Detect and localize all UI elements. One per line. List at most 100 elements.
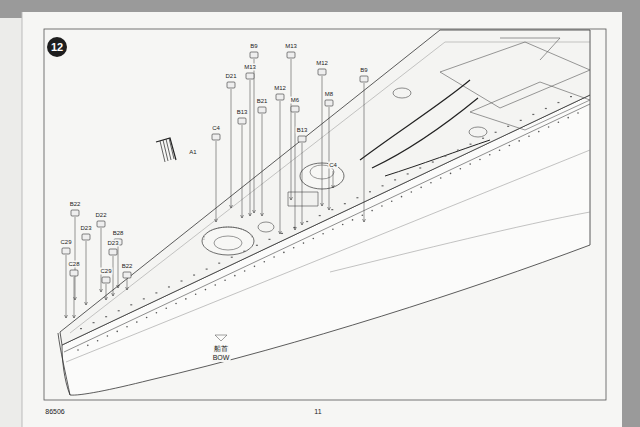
leader-head: [117, 285, 120, 288]
part-number: M6: [290, 97, 300, 104]
deck-bollard: [105, 316, 107, 317]
part-icon: [276, 94, 284, 100]
part-number: C28: [67, 261, 80, 268]
part-number: M12: [315, 60, 329, 67]
deck-bollard: [407, 173, 409, 174]
leader-line: [254, 59, 255, 213]
part-icon: [318, 69, 326, 75]
deck-bollard: [143, 298, 145, 299]
deck-bollard: [545, 108, 547, 109]
deck-bollard: [130, 304, 132, 305]
leader-line: [66, 255, 67, 318]
leader-head: [332, 185, 335, 188]
part-number: B21: [256, 98, 269, 105]
leader-line: [86, 241, 87, 305]
deck-bollard: [256, 245, 258, 246]
part-icon: [298, 136, 306, 142]
porthole: [234, 275, 236, 277]
porthole: [469, 163, 471, 165]
deck-bollard: [495, 132, 497, 133]
part-number: B13: [296, 127, 309, 134]
leader-head: [290, 197, 293, 200]
step-number: 12: [51, 41, 63, 53]
porthole: [371, 210, 373, 212]
deck-rail: [360, 80, 470, 160]
porthole: [577, 112, 579, 114]
part-icon: [258, 107, 266, 113]
deck-hatch: [440, 42, 590, 108]
deck-bollard: [168, 286, 170, 287]
turret-ring: [202, 227, 254, 255]
leader-line: [106, 284, 107, 300]
direction-label: BOW: [212, 354, 231, 362]
page-number: 86506: [44, 408, 65, 416]
leader-head: [105, 297, 108, 300]
page-frame: [44, 29, 606, 400]
leader-line: [216, 141, 217, 222]
leader-line: [291, 59, 292, 200]
leader-head: [301, 222, 304, 225]
deck-bollard: [93, 322, 95, 323]
part-icon: [97, 221, 105, 227]
leader-line: [329, 107, 330, 210]
deck-bollard: [206, 269, 208, 270]
leader-head: [100, 289, 103, 292]
porthole: [303, 242, 305, 244]
leader-line: [118, 246, 119, 288]
part-icon: [123, 272, 131, 278]
part-number: M12: [273, 85, 287, 92]
turret-ring: [214, 236, 242, 250]
leader-line: [333, 171, 334, 188]
leader-head: [279, 231, 282, 234]
porthole: [420, 187, 422, 189]
deck-bollard: [281, 233, 283, 234]
leader-head: [253, 210, 256, 213]
belt-line: [66, 150, 590, 362]
part-number: C29: [99, 268, 112, 275]
porthole: [499, 149, 501, 151]
porthole: [214, 284, 216, 286]
porthole: [165, 307, 167, 309]
leader-line: [364, 83, 365, 222]
porthole: [77, 349, 79, 351]
leader-line: [250, 80, 251, 216]
porthole: [528, 135, 530, 137]
porthole: [185, 298, 187, 300]
porthole: [312, 238, 314, 240]
porthole: [391, 200, 393, 202]
deck-fitting: [258, 222, 274, 232]
leader-head: [112, 293, 115, 296]
leader-head: [249, 213, 252, 216]
part-number: D23: [79, 225, 92, 232]
porthole: [254, 266, 256, 268]
part-number: B22: [69, 201, 82, 208]
leader-line: [242, 125, 243, 218]
deck-bollard: [507, 126, 509, 127]
porthole: [440, 177, 442, 179]
leader-head: [261, 213, 264, 216]
part-icon: [82, 234, 90, 240]
porthole: [293, 247, 295, 249]
deck-bollard: [444, 155, 446, 156]
part-icon: [238, 118, 246, 124]
porthole: [342, 224, 344, 226]
deck-bollard: [432, 161, 434, 162]
part-icon: [102, 277, 110, 283]
deck-bollard: [419, 167, 421, 168]
porthole: [87, 345, 89, 347]
porthole: [411, 191, 413, 193]
porthole: [518, 140, 520, 142]
bulge-line: [330, 212, 590, 272]
porthole: [460, 168, 462, 170]
part-number: C29: [59, 239, 72, 246]
porthole: [175, 303, 177, 305]
deck-fitting: [469, 127, 487, 137]
leader-head: [294, 227, 297, 230]
leader-head: [65, 315, 68, 318]
deck-bollard: [570, 96, 572, 97]
page: [22, 12, 622, 427]
porthole: [244, 270, 246, 272]
deck-bollard: [557, 102, 559, 103]
part-icon: [212, 134, 220, 140]
